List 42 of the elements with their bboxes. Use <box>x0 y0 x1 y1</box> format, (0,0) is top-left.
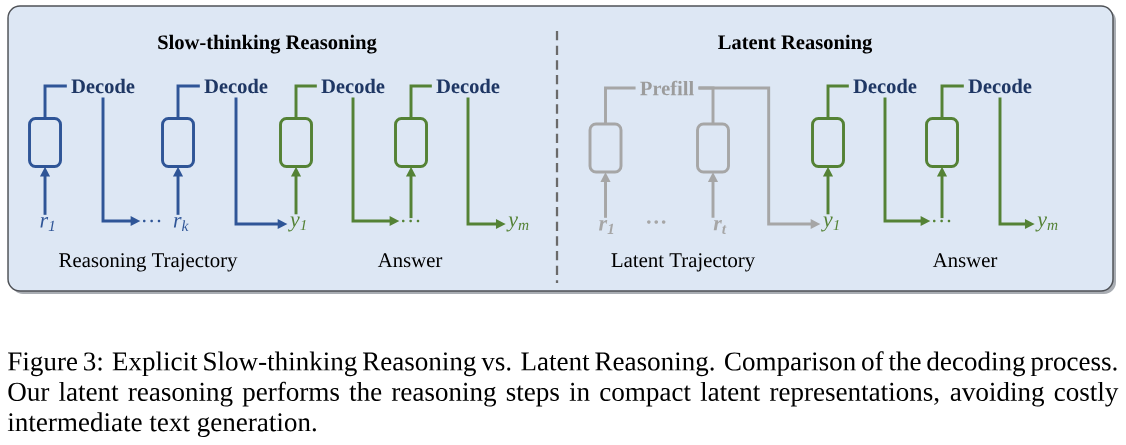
model-block <box>925 117 959 168</box>
model-block <box>588 122 623 174</box>
model-block <box>811 117 845 168</box>
connector-line <box>826 84 849 119</box>
ellipsis: … <box>142 219 161 223</box>
section-label: Answer <box>932 253 998 268</box>
connector-line <box>604 86 636 124</box>
token-label: y$_{1}$ <box>288 216 306 232</box>
connector-line <box>940 84 964 119</box>
model-block <box>28 117 62 168</box>
connector-line <box>294 84 317 119</box>
step-label: Decode <box>436 78 500 94</box>
model-block <box>161 117 195 168</box>
section-label: Latent Trajectory <box>611 253 756 272</box>
step-label: Prefill <box>640 80 694 96</box>
caption: Figure 3: Explicit Slow-thinking Reasoning vs. Latent Reasoning. Comparison of the decoding process. Our latent reasoning performs the reasoning steps in compact latent representations, avoiding costly intermediate text generation. <box>7 351 1119 437</box>
step-label: Decode <box>71 78 135 94</box>
token-label: r$_{1}$ <box>40 217 55 231</box>
ellipsis: … <box>932 219 951 223</box>
step-label: Decode <box>968 78 1032 94</box>
token-label: y$_{m}$ <box>506 216 529 232</box>
step-label: Decode <box>321 78 385 94</box>
ellipsis: … <box>647 220 666 224</box>
step-label: Decode <box>853 78 917 94</box>
model-block <box>279 117 313 168</box>
model-block <box>696 122 730 174</box>
token-label: y$_{1}$ <box>821 216 839 232</box>
token-label: y$_{m}$ <box>1035 216 1058 232</box>
section-title: Latent Reasoning <box>718 34 873 54</box>
token-label: r$_{k}$ <box>173 217 189 231</box>
connector-line <box>409 84 432 119</box>
step-label: Decode <box>204 78 268 94</box>
token-label: r$_{1}$ <box>599 220 614 234</box>
connector-line <box>176 84 200 119</box>
section-label: Reasoning Trajectory <box>59 253 238 272</box>
connector-line <box>43 84 67 119</box>
token-label: r$_{t}$ <box>713 220 727 234</box>
panel-background <box>7 5 1116 294</box>
model-block <box>394 117 428 168</box>
ellipsis: … <box>401 219 420 223</box>
section-label: Answer <box>377 253 443 268</box>
section-title: Slow-thinking Reasoning <box>158 34 377 54</box>
